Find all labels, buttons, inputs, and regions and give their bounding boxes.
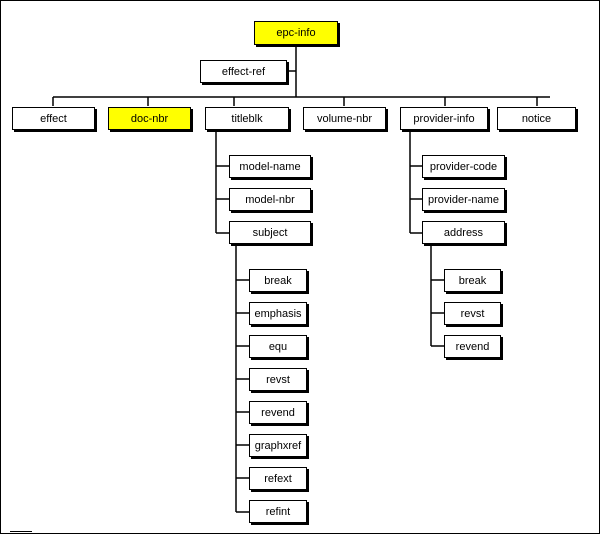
node-subject-emphasis[interactable]: emphasis	[249, 302, 307, 325]
node-address-revst[interactable]: revst	[444, 302, 501, 325]
node-subject-equ[interactable]: equ	[249, 335, 307, 358]
node-titleblk[interactable]: titleblk	[205, 107, 289, 130]
node-model-nbr[interactable]: model-nbr	[229, 188, 311, 211]
node-volume-nbr[interactable]: volume-nbr	[303, 107, 386, 130]
node-provider-info[interactable]: provider-info	[400, 107, 488, 130]
node-effect[interactable]: effect	[12, 107, 95, 130]
node-subject-refext[interactable]: refext	[249, 467, 307, 490]
node-epc-info[interactable]: epc-info	[254, 21, 338, 45]
node-address[interactable]: address	[422, 221, 505, 244]
node-doc-nbr[interactable]: doc-nbr	[108, 107, 191, 130]
node-subject-graphxref[interactable]: graphxref	[249, 434, 307, 457]
node-model-name[interactable]: model-name	[229, 155, 311, 178]
node-provider-code[interactable]: provider-code	[422, 155, 505, 178]
node-subject-revend[interactable]: revend	[249, 401, 307, 424]
node-subject-break[interactable]: break	[249, 269, 307, 292]
node-address-break[interactable]: break	[444, 269, 501, 292]
node-subject-refint[interactable]: refint	[249, 500, 307, 523]
node-effect-ref[interactable]: effect-ref	[200, 60, 287, 83]
node-notice[interactable]: notice	[497, 107, 576, 130]
node-subject-revst[interactable]: revst	[249, 368, 307, 391]
corner-mark	[10, 531, 32, 532]
node-subject[interactable]: subject	[229, 221, 311, 244]
node-address-revend[interactable]: revend	[444, 335, 501, 358]
node-provider-name[interactable]: provider-name	[422, 188, 505, 211]
